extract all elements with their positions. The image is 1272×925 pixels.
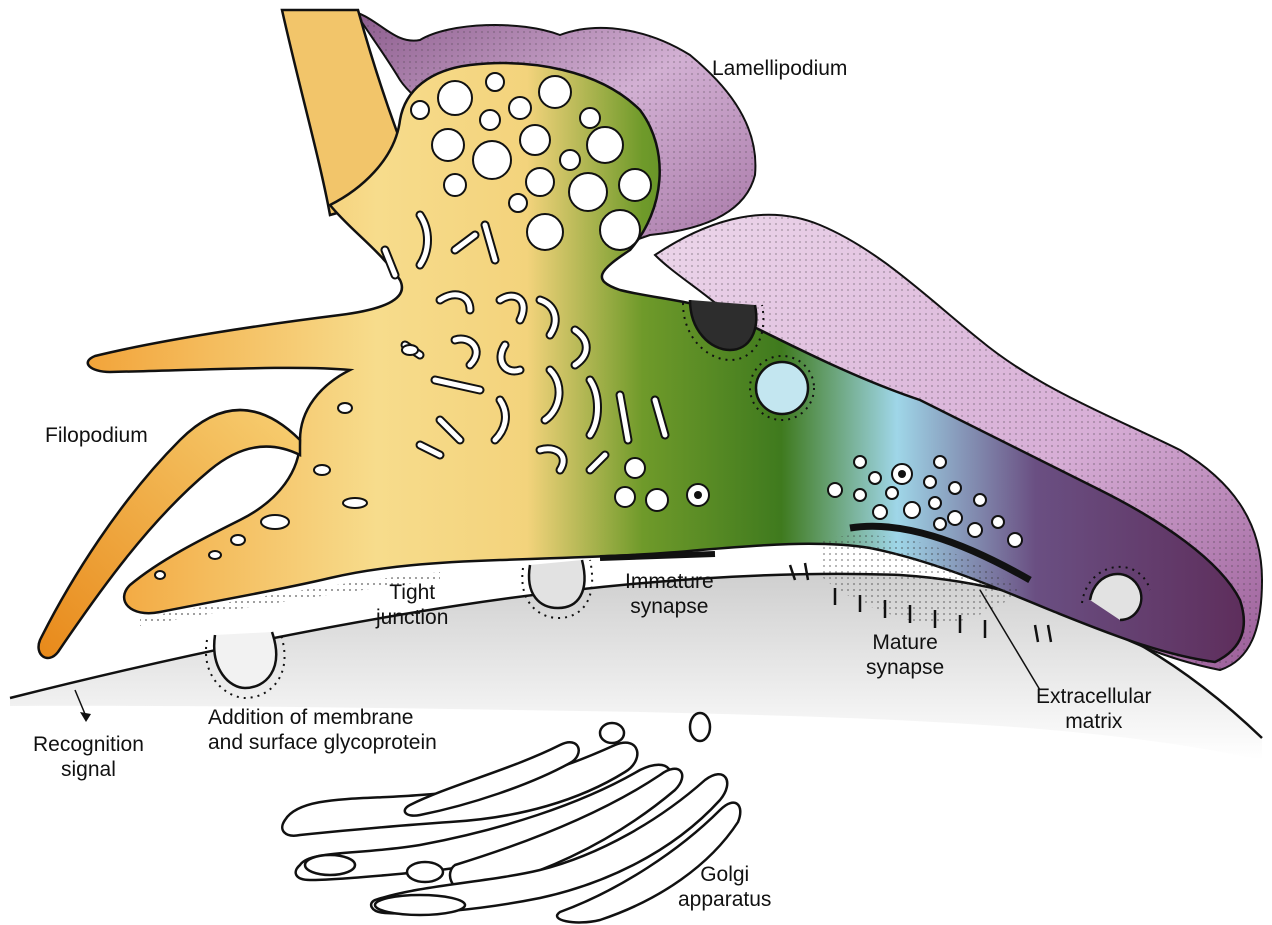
golgi-apparatus-line1: Golgi [678, 862, 771, 887]
immature-synapse-line1: Immature [625, 569, 714, 594]
mature-synapse-label: Mature synapse [866, 630, 944, 680]
mature-synapse-line1: Mature [866, 630, 944, 655]
addition-of-membrane-label: Addition of membrane and surface glycopr… [208, 705, 437, 755]
tight-junction-line2: junction [376, 605, 448, 630]
immature-synapse-label: Immature synapse [625, 569, 714, 619]
golgi-apparatus-line2: apparatus [678, 887, 771, 912]
mature-synapse-line2: synapse [866, 655, 944, 680]
extracellular-matrix-line1: Extracellular [1036, 684, 1152, 709]
lamellipodium-label: Lamellipodium [712, 56, 847, 81]
filopodium-label: Filopodium [45, 423, 148, 448]
golgi-apparatus-label: Golgi apparatus [678, 862, 771, 912]
recognition-signal-label: Recognition signal [33, 732, 144, 782]
recognition-arrowhead [80, 712, 91, 722]
addition-of-membrane-line2: and surface glycoprotein [208, 730, 437, 755]
recognition-signal-line2: signal [33, 757, 144, 782]
tight-junction-line1: Tight [376, 580, 448, 605]
immature-synapse-line2: synapse [625, 594, 714, 619]
extracellular-matrix-line2: matrix [1036, 709, 1152, 734]
immature-synapse-density [600, 554, 715, 558]
tight-junction-label: Tight junction [376, 580, 448, 630]
recognition-signal-line1: Recognition [33, 732, 144, 757]
extracellular-matrix-label: Extracellular matrix [1036, 684, 1152, 734]
addition-of-membrane-line1: Addition of membrane [208, 705, 437, 730]
